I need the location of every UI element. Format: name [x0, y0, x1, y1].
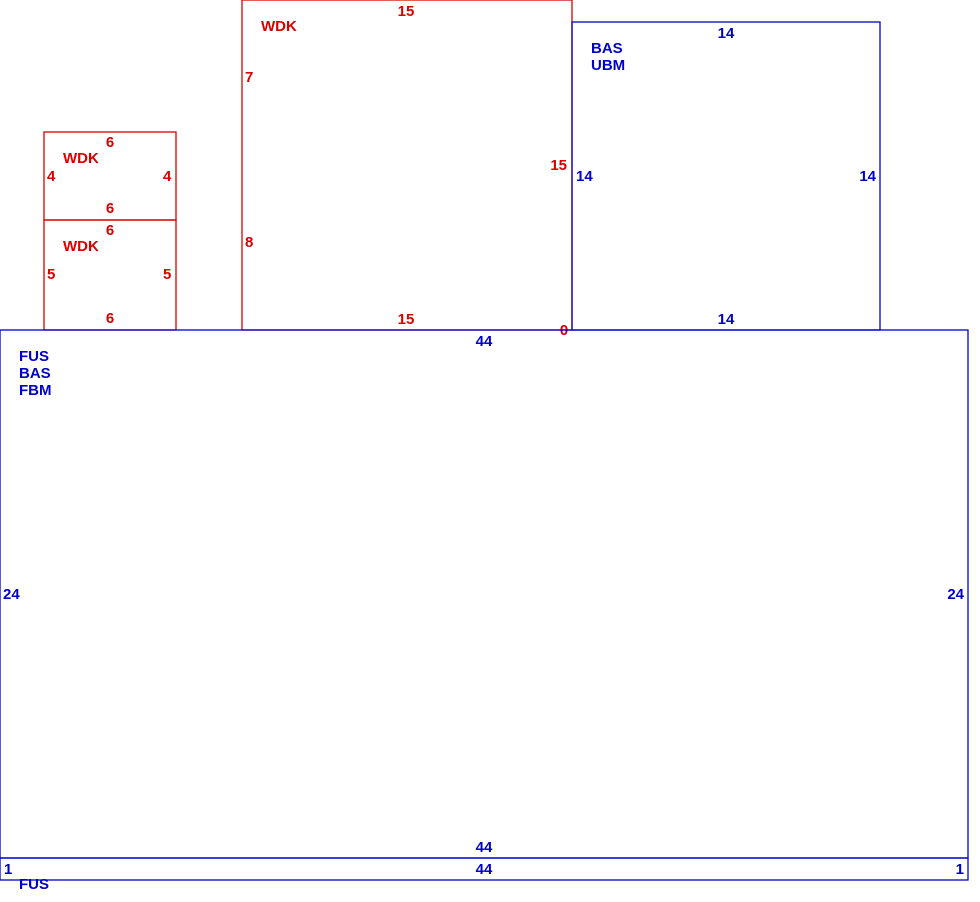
dimension-top: 44 [476, 861, 493, 878]
dimension-right: 14 [859, 168, 876, 185]
room-code: BAS [19, 365, 51, 382]
dimension-bottom: 6 [106, 310, 114, 327]
room-code: WDK [63, 150, 99, 167]
room-fus-main: FUS BAS FBM 44 44 24 24 [0, 329, 969, 859]
dimension-left: 5 [47, 266, 55, 283]
dimension-left: 14 [576, 168, 593, 185]
room-large-wdk: WDK 15 15 7 8 15 0 [241, 0, 573, 339]
dimension-top: 44 [476, 333, 493, 350]
dimension-top: 14 [718, 25, 735, 42]
room-fus-strip: 44 1 1 FUS [0, 857, 969, 893]
dimension-right: 15 [550, 157, 567, 174]
room-code: WDK [63, 238, 99, 255]
room-small-wdk-upper: WDK 6 6 4 4 [43, 131, 177, 221]
room-code: FUS [19, 348, 49, 365]
room-outline [241, 0, 573, 331]
room-small-wdk-lower: WDK 6 6 5 5 [43, 219, 177, 331]
dimension-right: 5 [163, 266, 171, 283]
dimension-bottom: 6 [106, 200, 114, 217]
room-code: UBM [591, 57, 625, 74]
dimension-left: 1 [4, 861, 12, 878]
dimension-left-upper: 7 [245, 69, 253, 86]
dimension-right: 4 [163, 168, 172, 185]
room-code: BAS [591, 40, 623, 57]
room-bas-ubm: BAS UBM 14 14 14 14 [571, 21, 881, 331]
room-code: FUS [19, 876, 49, 893]
dimension-left-lower: 8 [245, 234, 253, 251]
dimension-bottom: 15 [398, 311, 415, 328]
dimension-right: 24 [947, 586, 964, 603]
dimension-bottom: 44 [476, 839, 493, 856]
dimension-left: 4 [47, 168, 56, 185]
dimension-bottom: 14 [718, 311, 735, 328]
room-code: FBM [19, 382, 52, 399]
room-outline [0, 329, 969, 859]
room-outline [0, 857, 969, 881]
room-code: WDK [261, 18, 297, 35]
dimension-top: 6 [106, 222, 114, 239]
dimension-left: 24 [3, 586, 20, 603]
dimension-right: 1 [956, 861, 964, 878]
dimension-top: 6 [106, 134, 114, 151]
dimension-top: 15 [398, 3, 415, 20]
